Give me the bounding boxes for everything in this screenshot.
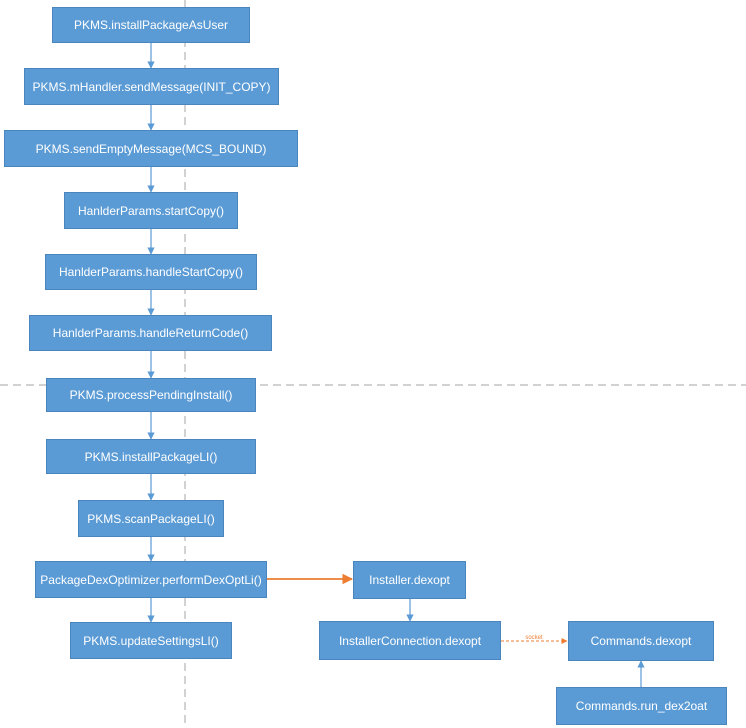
node-perform-dex-opt-li: PackageDexOptimizer.performDexOptLi()	[35, 561, 267, 598]
node-process-pending-install: PKMS.processPendingInstall()	[46, 378, 256, 412]
node-start-copy: HanlderParams.startCopy()	[64, 192, 238, 229]
node-handle-return-code: HanlderParams.handleReturnCode()	[29, 315, 272, 351]
node-install-package-li: PKMS.installPackageLI()	[46, 439, 256, 474]
node-installer-connection-dexopt: InstallerConnection.dexopt	[319, 621, 501, 660]
node-installer-dexopt: Installer.dexopt	[353, 561, 466, 599]
node-install-package-as-user: PKMS.installPackageAsUser	[52, 7, 250, 43]
node-handle-start-copy: HanlderParams.handleStartCopy()	[45, 254, 257, 290]
node-commands-dexopt: Commands.dexopt	[568, 621, 714, 661]
node-commands-run-dex2oat: Commands.run_dex2oat	[556, 687, 727, 725]
socket-label: socket	[525, 635, 543, 641]
node-send-empty-message-mcs-bound: PKMS.sendEmptyMessage(MCS_BOUND)	[4, 130, 298, 167]
node-update-settings-li: PKMS.updateSettingsLI()	[70, 622, 232, 659]
node-scan-package-li: PKMS.scanPackageLI()	[78, 500, 224, 537]
node-send-message-init-copy: PKMS.mHandler.sendMessage(INIT_COPY)	[24, 68, 279, 105]
